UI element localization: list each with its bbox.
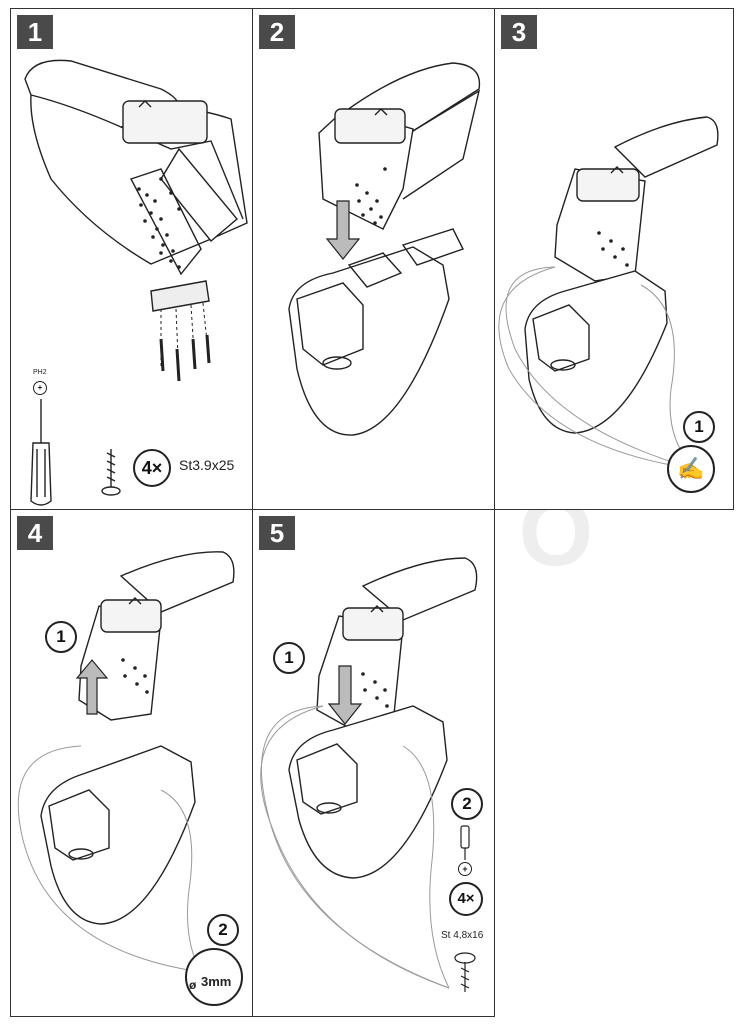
screw-spec-label: St 4,8x16 bbox=[441, 930, 484, 941]
step-2-panel: 2 bbox=[252, 8, 495, 510]
substep-1-badge: 1 bbox=[45, 621, 77, 653]
armrest-fasten-illustration bbox=[260, 557, 478, 992]
drill-hole-prefix: ø bbox=[189, 978, 197, 992]
hand-icon: ✍ bbox=[667, 445, 715, 493]
step-number: 1 bbox=[17, 15, 53, 49]
screw-illustration bbox=[101, 449, 121, 496]
step-3-panel: 3 1 ✍ bbox=[494, 8, 734, 510]
substep-1-badge: 1 bbox=[683, 411, 715, 443]
perforation-dots bbox=[137, 177, 181, 269]
screwdriver bbox=[30, 399, 52, 506]
step-number: 2 bbox=[259, 15, 295, 49]
screw-count-badge: 4× bbox=[449, 882, 483, 916]
screw-spec-label: St3.9x25 bbox=[179, 457, 235, 473]
armrest-placed-illustration bbox=[498, 116, 719, 470]
armrest-underside-illustration bbox=[24, 59, 248, 506]
screw-count-badge: 4× bbox=[133, 449, 171, 487]
up-arrow bbox=[75, 659, 109, 715]
step-4-panel: 4 1 2 ø 3mm bbox=[10, 509, 253, 1017]
step-5-panel: 5 bbox=[252, 509, 495, 1017]
step-number: 5 bbox=[259, 516, 295, 550]
down-arrow bbox=[327, 665, 363, 725]
step-number: 3 bbox=[501, 15, 537, 49]
ph-icon: + bbox=[458, 862, 472, 876]
drill-hole-label: 3mm bbox=[201, 974, 232, 989]
ph2-icon: + bbox=[33, 381, 47, 395]
down-arrow bbox=[325, 200, 361, 260]
step-number: 4 bbox=[17, 516, 53, 550]
armrest-lift-illustration bbox=[17, 551, 235, 973]
screwdriver-small bbox=[460, 825, 470, 860]
substep-2-badge: 2 bbox=[451, 788, 483, 820]
step-1-panel: 1 bbox=[10, 8, 253, 510]
tool-label: PH2 bbox=[33, 369, 47, 376]
armrest-insertion-illustration bbox=[288, 62, 481, 436]
substep-1-badge: 1 bbox=[273, 642, 305, 674]
screw-small bbox=[454, 952, 476, 992]
drill-hole-icon bbox=[185, 948, 243, 1006]
substep-2-badge: 2 bbox=[207, 914, 239, 946]
